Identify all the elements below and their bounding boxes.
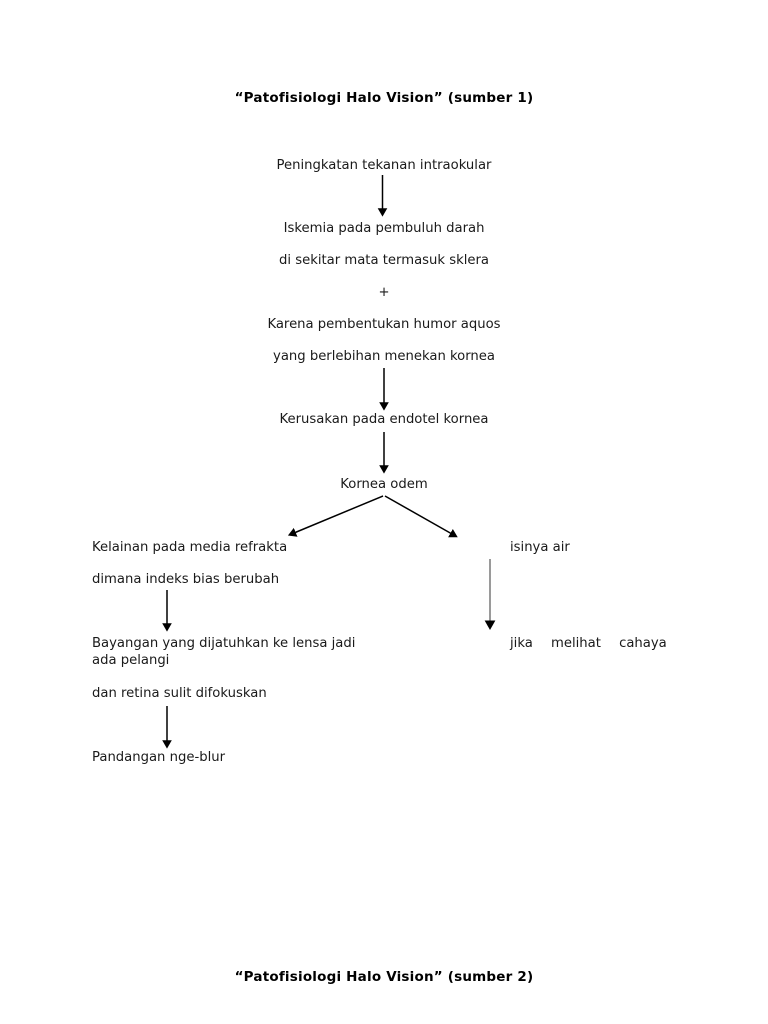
node-kornea-odem: Kornea odem — [340, 477, 428, 492]
node-isinya-air: isinya air — [510, 540, 570, 555]
node-iskemia-pada-pembuluh-darah: Iskemia pada pembuluh darah — [283, 221, 485, 236]
page-title-top: “Patofisiologi Halo Vision” (sumber 1) — [234, 90, 534, 106]
node-bayangan-dijatuhkan-ke-lensa: Bayangan yang dijatuhkan ke lensa jadi a… — [92, 636, 356, 668]
node-jika-melihat-cahaya: jika melihat cahaya — [510, 636, 667, 651]
node-kelainan-pada-media-refrakta: Kelainan pada media refrakta — [92, 540, 288, 555]
node-karena-pembentukan-humor-aquos: Karena pembentukan humor aquos — [267, 317, 501, 332]
edge-n7-n8 — [287, 495, 384, 537]
node-dan-retina-sulit-difokuskan: dan retina sulit difokuskan — [92, 686, 267, 701]
node-plus-connector: + — [378, 285, 390, 300]
node-pandangan-nge-blur: Pandangan nge-blur — [92, 750, 226, 765]
node-dimana-indeks-bias-berubah: dimana indeks bias berubah — [92, 572, 280, 587]
node-yang-berlebihan-menekan-kornea: yang berlebihan menekan kornea — [273, 349, 495, 364]
page-title-bottom: “Patofisiologi Halo Vision” (sumber 2) — [234, 969, 534, 985]
node-peningkatan-tekanan-intraokular: Peningkatan tekanan intraokular — [276, 158, 492, 173]
edge-n7-n13 — [384, 495, 458, 538]
node-kerusakan-pada-endotel-kornea: Kerusakan pada endotel kornea — [279, 412, 489, 427]
node-di-sekitar-mata-termasuk-sklera: di sekitar mata termasuk sklera — [279, 253, 489, 268]
